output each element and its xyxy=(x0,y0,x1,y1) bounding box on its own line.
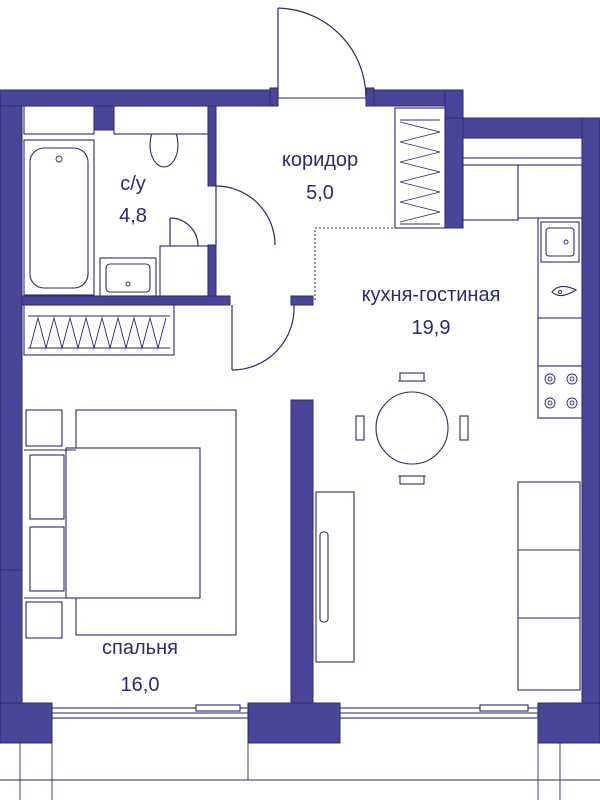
bedroom-area: 16,0 xyxy=(121,674,160,696)
wall-small-a xyxy=(93,105,115,131)
wall-right xyxy=(581,117,600,704)
wall-left-upper xyxy=(0,89,23,571)
window-bedroom xyxy=(51,704,249,719)
wall-right-upper xyxy=(444,89,464,121)
sofa xyxy=(517,481,581,691)
entrance-door xyxy=(269,7,375,107)
closet-corridor xyxy=(394,107,446,229)
wall-right-stub xyxy=(444,117,464,229)
bedroom-door xyxy=(231,304,295,371)
bathtub xyxy=(23,139,95,296)
wall-bottom-right xyxy=(537,702,600,744)
wall-bedroom-right-stub xyxy=(290,295,314,306)
window-living xyxy=(339,704,539,719)
washbasin xyxy=(99,257,157,297)
washing-machine xyxy=(159,245,209,297)
stove xyxy=(537,365,583,419)
dining-table xyxy=(355,372,469,485)
kitchen-name: кухня-гостиная xyxy=(362,284,501,306)
wall-bottom-mid xyxy=(247,702,341,744)
wall-bathroom-right-lower xyxy=(207,244,217,301)
zone-divider xyxy=(314,227,445,300)
corridor-name: коридор xyxy=(282,149,358,171)
bathroom-name: с/у xyxy=(120,173,146,195)
toilet xyxy=(23,105,209,168)
kitchen-faucet-icon xyxy=(551,285,578,297)
window-kitchen xyxy=(462,137,583,159)
bed xyxy=(24,409,237,639)
wall-top-right xyxy=(462,117,600,139)
bathroom-area: 4,8 xyxy=(119,205,147,227)
corridor-area: 5,0 xyxy=(306,182,334,204)
wall-bottom-left xyxy=(0,702,53,744)
fridge xyxy=(537,317,583,367)
wardrobe-bedroom xyxy=(23,304,175,356)
kitchen-area: 19,9 xyxy=(412,317,451,339)
outer-outline xyxy=(0,106,600,800)
wall-left-lower xyxy=(0,569,23,704)
wall-bedroom-right xyxy=(290,399,314,704)
walls xyxy=(0,89,600,744)
tv-stand xyxy=(315,491,355,663)
bathroom-door xyxy=(169,185,276,247)
wall-bathroom-bottom xyxy=(21,295,231,306)
wall-top-left xyxy=(0,89,279,107)
wall-bathroom-right xyxy=(207,105,217,187)
bedroom-name: спальня xyxy=(102,637,178,659)
kitchen-sink xyxy=(540,221,580,263)
